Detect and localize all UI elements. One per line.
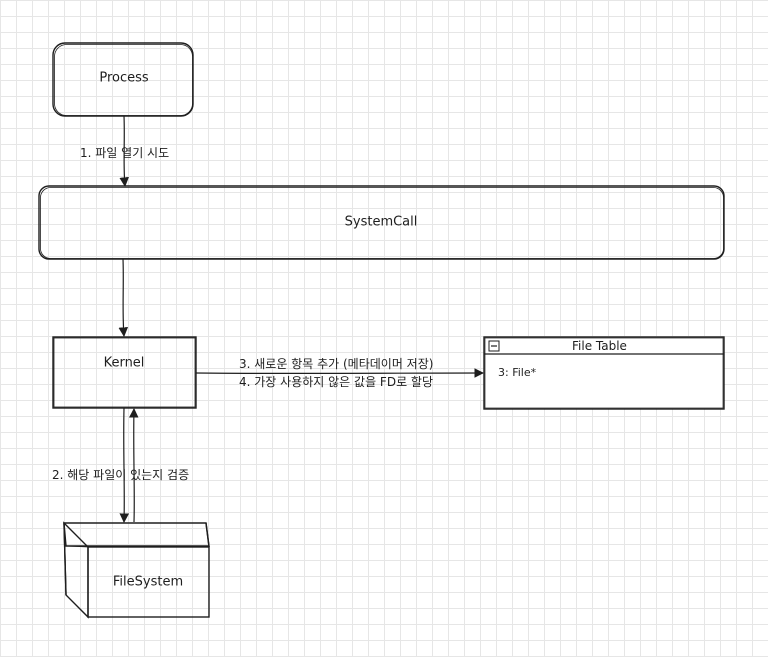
arrow-filesystem-to-kernel [128,408,139,523]
arrow-kernel-to-filesystem [119,407,130,523]
systemcall-label: SystemCall [344,214,418,230]
systemcall-node[interactable] [38,185,725,260]
edge-label-open-attempt: 1. 파일 열기 시도 [80,146,170,160]
minimize-icon[interactable] [488,340,500,352]
edge-label-assign-fd: 4. 가장 사용하지 않은 값을 FD로 할당 [239,375,433,389]
kernel-node[interactable] [52,336,197,409]
file-table-window[interactable] [483,336,725,410]
file-table-title: File Table [572,339,627,353]
filesystem-label: FileSystem [112,574,184,590]
process-node[interactable] [52,42,194,117]
edge-label-verify-file: 2. 해당 파일이 있는지 검증 [52,468,190,482]
process-label: Process [99,70,149,86]
file-table-entry: 3: File* [498,366,537,379]
edge-label-add-entry: 3. 새로운 항목 추가 (메타데이머 저장) [239,357,434,371]
kernel-label: Kernel [103,355,145,371]
filesystem-node[interactable] [63,521,210,619]
arrow-systemcall-to-kernel [118,258,129,337]
arrow-process-to-systemcall [119,115,129,187]
